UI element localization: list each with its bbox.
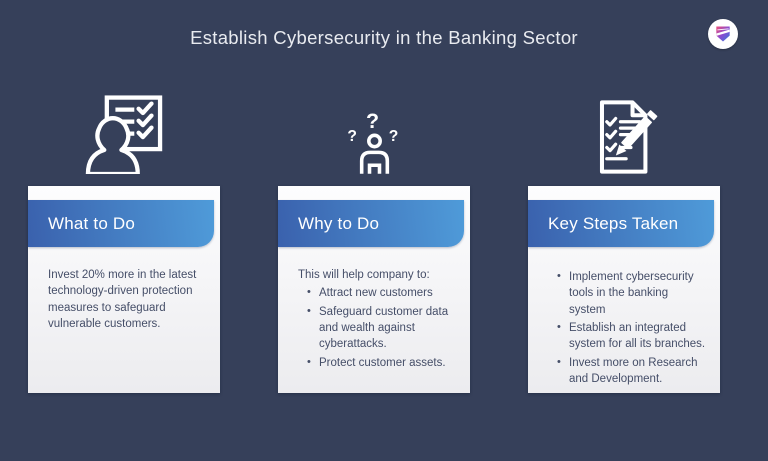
bullet-item: Safeguard customer data and wealth again…	[307, 304, 457, 353]
column-what-to-do: What to Do Invest 20% more in the latest…	[28, 95, 220, 393]
card-body-key-steps: Implement cybersecurity tools in the ban…	[528, 247, 720, 387]
card-header-what-to-do: What to Do	[28, 200, 214, 247]
svg-text:?: ?	[365, 109, 378, 133]
gradient-shield-icon	[716, 26, 730, 42]
document-pen-icon	[528, 98, 720, 186]
column-why-to-do: ? ? ? Why to Do This will help company t…	[278, 98, 470, 393]
page-title: Establish Cybersecurity in the Banking S…	[190, 27, 578, 48]
bullet-item: Establish an integrated system for all i…	[557, 320, 707, 353]
bullet-item: Protect customer assets.	[307, 355, 457, 371]
card-header-label: Why to Do	[298, 213, 380, 233]
bullet-item: Attract new customers	[307, 285, 457, 301]
card-what-to-do: What to Do Invest 20% more in the latest…	[28, 186, 220, 393]
bullet-text: Protect customer assets.	[319, 356, 446, 369]
card-header-label: What to Do	[48, 213, 136, 233]
bullet-item: Implement cybersecurity tools in the ban…	[557, 269, 707, 318]
card-body-what-to-do: Invest 20% more in the latest technology…	[28, 247, 220, 332]
card-header-why-to-do: Why to Do	[278, 200, 464, 247]
card-key-steps: Key Steps Taken Implement cybersecurity …	[528, 186, 720, 393]
bullet-text: Establish an integrated system for all i…	[569, 321, 706, 351]
card-body-why-to-do: This will help company to: Attract new c…	[278, 247, 470, 371]
card-intro-text: Invest 20% more in the latest technology…	[48, 269, 197, 330]
bullet-list: Attract new customers Safeguard customer…	[298, 285, 457, 371]
bullet-text: Invest more on Research and Development.	[569, 356, 698, 385]
person-question-marks-icon: ? ? ?	[278, 98, 470, 186]
svg-text:?: ?	[347, 128, 357, 145]
card-why-to-do: Why to Do This will help company to: Att…	[278, 186, 470, 393]
bullet-item: Invest more on Research and Development.	[557, 355, 707, 388]
card-header-label: Key Steps Taken	[548, 213, 679, 233]
bullet-text: Implement cybersecurity tools in the ban…	[569, 271, 694, 316]
bullet-text: Safeguard customer data and wealth again…	[319, 305, 449, 351]
card-header-key-steps: Key Steps Taken	[528, 200, 714, 247]
brand-logo	[708, 19, 738, 49]
bullet-text: Attract new customers	[319, 287, 433, 300]
bullet-list: Implement cybersecurity tools in the ban…	[548, 269, 707, 387]
column-key-steps: Key Steps Taken Implement cybersecurity …	[528, 98, 720, 393]
svg-text:?: ?	[388, 128, 398, 145]
card-intro-text: This will help company to:	[298, 269, 430, 281]
person-checklist-icon	[28, 95, 220, 186]
cards-row: What to Do Invest 20% more in the latest…	[28, 95, 720, 393]
